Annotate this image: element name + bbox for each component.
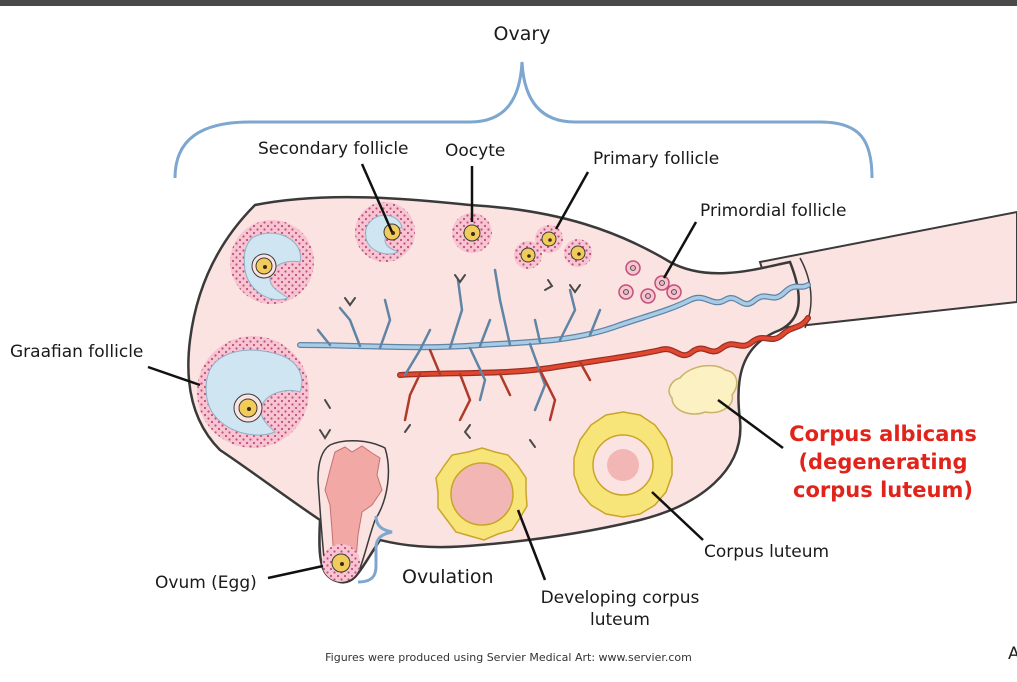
label-ovum: Ovum (Egg): [155, 573, 257, 593]
ovum: [322, 544, 360, 582]
label-developing-corpus-luteum: Developing corpus luteum: [520, 587, 720, 631]
label-ovulation: Ovulation: [402, 567, 494, 587]
label-corpus-luteum: Corpus luteum: [704, 542, 829, 562]
label-corpus-albicans: Corpus albicans (degenerating corpus lut…: [778, 420, 988, 504]
label-graafian-follicle: Graafian follicle: [10, 342, 143, 362]
ovary-bracket: [175, 62, 872, 178]
graafian-follicle: [197, 336, 309, 448]
label-developing-line2: luteum: [520, 609, 720, 631]
edge-fragment: A: [1008, 644, 1017, 664]
label-primary-follicle: Primary follicle: [593, 149, 719, 169]
label-corpus-albicans-line2: (degenerating: [778, 448, 988, 476]
label-corpus-albicans-line3: corpus luteum): [778, 476, 988, 504]
label-oocyte: Oocyte: [445, 141, 505, 161]
corpus-luteum: [574, 412, 672, 517]
label-secondary-follicle: Secondary follicle: [258, 139, 409, 159]
label-corpus-albicans-line1: Corpus albicans: [778, 420, 988, 448]
label-developing-line1: Developing corpus: [520, 587, 720, 609]
ovarian-ligament: [760, 212, 1017, 328]
credit-line: Figures were produced using Servier Medi…: [0, 651, 1017, 664]
label-ovary: Ovary: [476, 24, 568, 44]
label-primordial-follicle: Primordial follicle: [700, 201, 846, 221]
follicle-small-secondary: [230, 220, 314, 304]
secondary-follicle: [355, 202, 415, 262]
